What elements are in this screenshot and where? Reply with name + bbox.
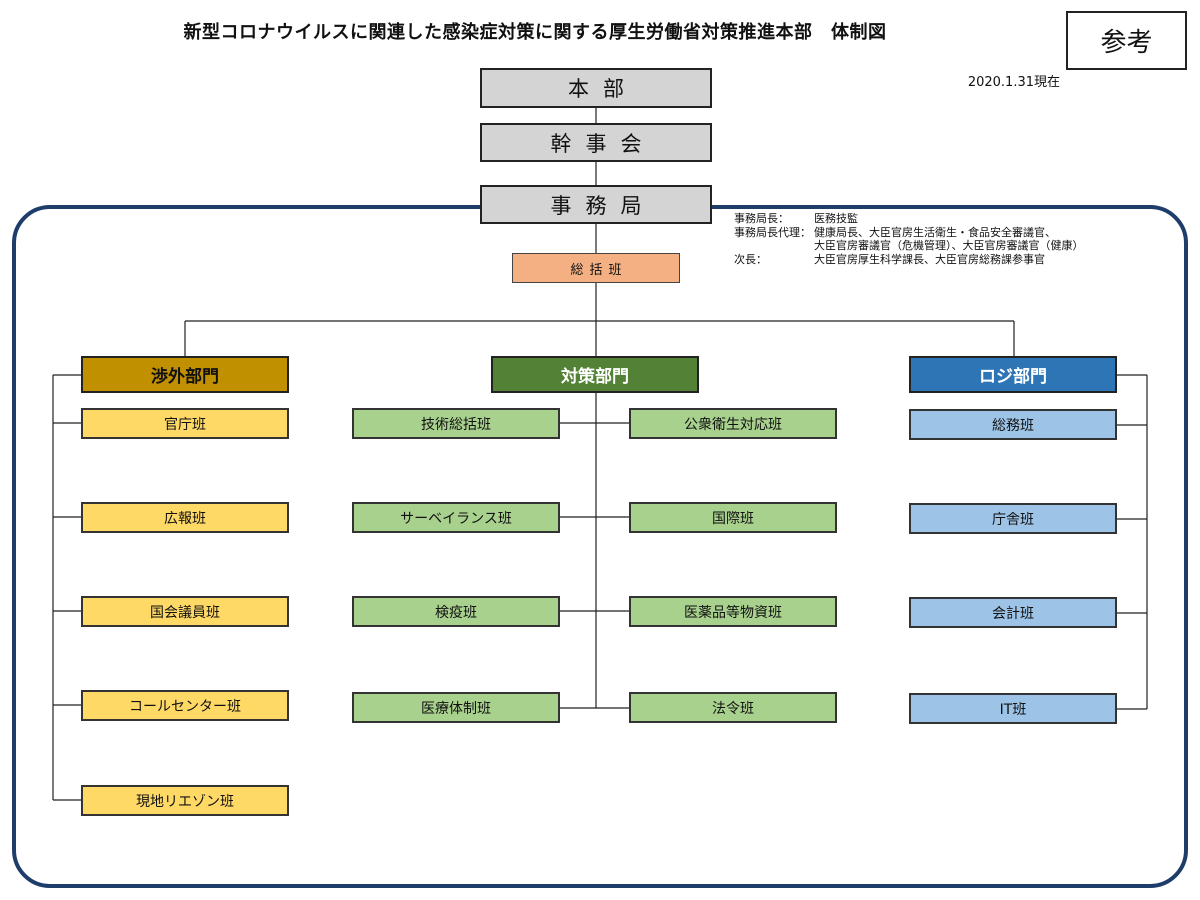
- taisaku-team-box: 公衆衛生対応班: [629, 408, 837, 439]
- note-key: [734, 239, 814, 253]
- secretariat-notes: 事務局長：医務技監 事務局長代理：健康局長、大臣官房生活衛生・食品安全審議官、 …: [734, 212, 1084, 266]
- date-label: 2020.1.31現在: [967, 75, 1060, 90]
- note-value: 医務技監: [814, 212, 858, 225]
- taisaku-team-box: サーベイランス班: [352, 502, 560, 533]
- honbu-box: 本部: [480, 68, 712, 108]
- taisaku-team-box: 医療体制班: [352, 692, 560, 723]
- kanjikai-box: 幹事会: [480, 123, 712, 162]
- shogai-team-box: 官庁班: [81, 408, 289, 439]
- taisaku-team-box: 国際班: [629, 502, 837, 533]
- shogai-team-box: 国会議員班: [81, 596, 289, 627]
- reference-label: 参考: [1066, 11, 1187, 70]
- taisaku-department-header: 対策部門: [491, 356, 699, 393]
- jimukyoku-box: 事務局: [480, 185, 712, 224]
- shogai-department-header: 渉外部門: [81, 356, 289, 393]
- diagram-title: 新型コロナウイルスに関連した感染症対策に関する厚生労働省対策推進本部 体制図: [183, 22, 887, 43]
- roji-team-box: 会計班: [909, 597, 1117, 628]
- taisaku-team-box: 検疫班: [352, 596, 560, 627]
- shogai-team-box: 広報班: [81, 502, 289, 533]
- note-key: 事務局長代理：: [734, 225, 811, 239]
- note-key: 事務局長：: [734, 212, 789, 225]
- note-value: 大臣官房審議官（危機管理）、大臣官房審議官（健康）: [814, 239, 1084, 252]
- note-value: 大臣官房厚生科学課長、大臣官房総務課参事官: [814, 252, 1045, 266]
- roji-team-box: IT班: [909, 693, 1117, 724]
- note-value: 健康局長、大臣官房生活衛生・食品安全審議官、: [814, 225, 1056, 239]
- shogai-team-box: 現地リエゾン班: [81, 785, 289, 816]
- soukatsuhan-box: 総括班: [512, 253, 680, 283]
- taisaku-team-box: 技術総括班: [352, 408, 560, 439]
- note-key: 次長：: [734, 252, 767, 266]
- roji-team-box: 庁舎班: [909, 503, 1117, 534]
- taisaku-team-box: 法令班: [629, 692, 837, 723]
- taisaku-team-box: 医薬品等物資班: [629, 596, 837, 627]
- roji-team-box: 総務班: [909, 409, 1117, 440]
- shogai-team-box: コールセンター班: [81, 690, 289, 721]
- roji-department-header: ロジ部門: [909, 356, 1117, 393]
